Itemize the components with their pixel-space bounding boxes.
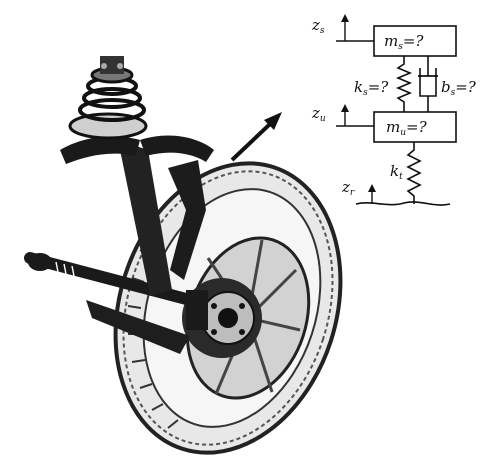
zu-displacement-marker [336,104,374,127]
hub-brake [182,278,262,358]
zr-label: zr [341,178,355,198]
ks-label: ks=? [354,78,389,98]
quarter-car-model: zs zu zr ms=? mu=? ks=? bs=? kt [311,14,477,206]
zr-displacement-marker [368,184,376,204]
road-profile-icon [355,201,451,206]
ms-label: ms=? [384,32,424,52]
tire-spring-icon [406,142,422,204]
zs-displacement-marker [336,14,374,42]
kt-label: kt [390,162,403,182]
mu-label: mu=? [386,118,428,138]
damper-icon [418,56,438,112]
spring-icon [395,56,413,112]
lower-control-arm [86,300,190,354]
zu-label: zu [311,104,326,124]
bs-label: bs=? [441,78,477,98]
suspension-assembly-illustration [24,56,343,455]
strut-body [60,135,214,296]
coil-spring [68,56,148,140]
drive-shaft [24,252,196,306]
sprung-mass-block [373,25,457,57]
unsprung-mass-block [373,111,457,143]
arrow-icon [230,112,282,162]
zs-label: zs [311,16,325,36]
